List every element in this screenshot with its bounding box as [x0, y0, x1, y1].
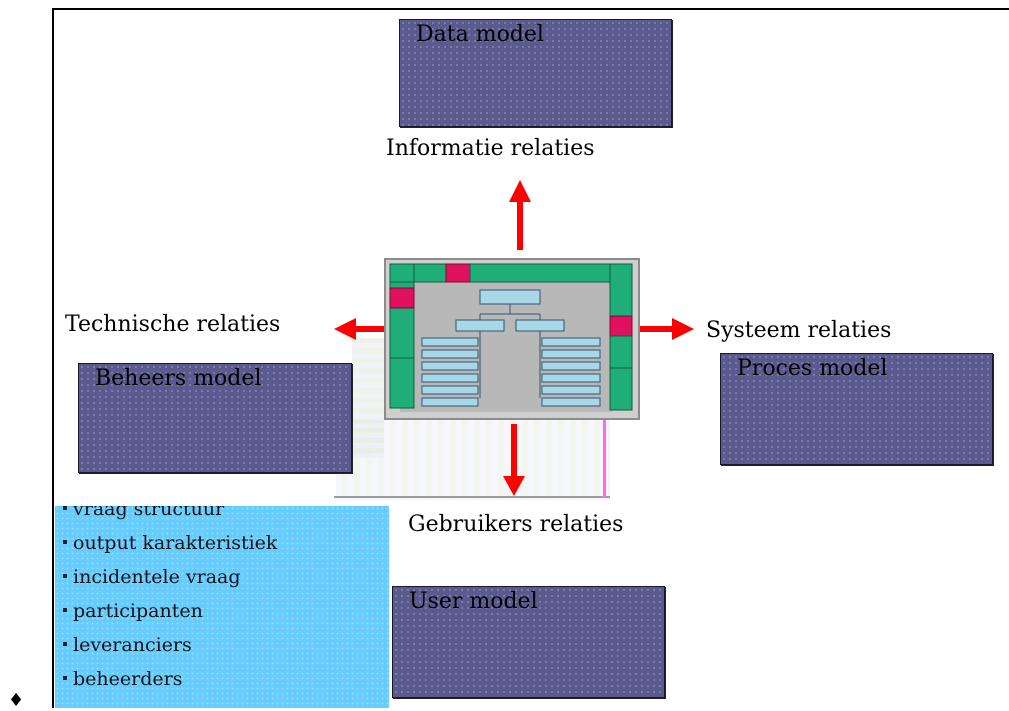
list-item: incidentele vraag	[63, 562, 277, 596]
arrow-right-icon	[640, 318, 694, 340]
characteristics-list: vraag structuur output karakteristiek in…	[63, 506, 277, 698]
informatie-relaties-label: Informatie relaties	[386, 136, 595, 161]
bullet-icon	[63, 608, 67, 612]
bullet-icon	[63, 676, 67, 680]
architecture-center-icon	[384, 258, 640, 420]
proces-model-box: Proces model	[720, 353, 993, 465]
list-item: leveranciers	[63, 630, 277, 664]
technische-relaties-label: Technische relaties	[65, 312, 281, 337]
bullet-icon	[63, 642, 67, 646]
frame-left-border	[52, 8, 54, 708]
faded-background-graphic-left	[352, 338, 384, 458]
faded-pink-line	[603, 420, 606, 498]
arrow-left-icon	[334, 318, 384, 340]
bullet-icon	[63, 506, 67, 510]
arrow-down-icon	[503, 424, 525, 496]
beheers-model-title: Beheers model	[95, 366, 262, 391]
list-item: vraag structuur	[63, 506, 277, 528]
user-model-characteristics-panel: vraag structuur output karakteristiek in…	[55, 506, 389, 708]
frame-top-border	[52, 8, 1009, 10]
list-item: output karakteristiek	[63, 528, 277, 562]
data-model-title: Data model	[416, 22, 544, 47]
user-model-box: User model	[392, 586, 665, 698]
gebruikers-relaties-label: Gebruikers relaties	[408, 512, 624, 537]
bullet-icon	[63, 574, 67, 578]
arrow-up-icon	[509, 180, 531, 250]
user-model-title: User model	[409, 589, 538, 614]
list-item: participanten	[63, 596, 277, 630]
data-model-box: Data model	[399, 19, 672, 127]
bullet-icon	[63, 540, 67, 544]
diamond-bullet-icon: ♦	[8, 690, 25, 711]
list-item: beheerders	[63, 664, 277, 698]
systeem-relaties-label: Systeem relaties	[706, 318, 892, 343]
proces-model-title: Proces model	[737, 356, 888, 381]
beheers-model-box: Beheers model	[78, 363, 352, 473]
faded-gray-line	[334, 496, 610, 498]
